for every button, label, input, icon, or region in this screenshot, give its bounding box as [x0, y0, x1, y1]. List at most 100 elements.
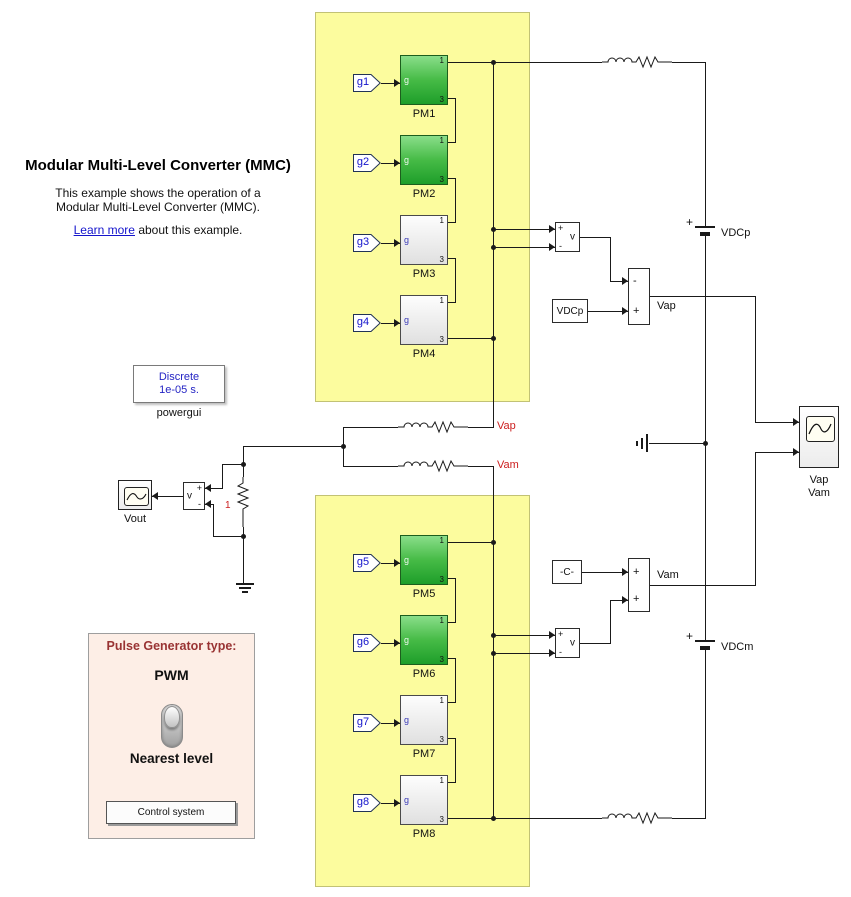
wire — [705, 443, 706, 641]
vdcp-source-label: VDCp — [721, 227, 751, 239]
junction-dot — [241, 462, 246, 467]
arrowhead — [549, 243, 555, 251]
g8-input-tag[interactable]: g8 — [353, 794, 381, 812]
voltage-measurement-top[interactable]: + - v — [555, 222, 580, 252]
wire — [493, 635, 555, 636]
pm2-subsystem-block[interactable]: 1 3 g — [400, 135, 448, 185]
wire — [493, 653, 555, 654]
plus-sign: + — [558, 223, 564, 233]
sum-sign: + — [633, 566, 640, 578]
junction-dot — [491, 60, 496, 65]
wire — [381, 163, 400, 164]
wire — [455, 98, 456, 143]
sum-sign: + — [633, 593, 640, 605]
control-system-button[interactable]: Control system — [106, 801, 236, 824]
constant-block[interactable]: -C- — [552, 560, 582, 584]
resistor-icon — [236, 477, 250, 527]
tag-shape — [353, 554, 381, 572]
gate-tag-label: g4 — [356, 315, 370, 328]
wire — [448, 302, 455, 303]
junction-dot — [341, 444, 346, 449]
wire — [381, 563, 400, 564]
g4-input-tag[interactable]: g4 — [353, 314, 381, 332]
gate-port-label: g — [404, 555, 410, 565]
powergui-block[interactable]: Discrete 1e-05 s. — [133, 365, 225, 403]
pm5-subsystem-block[interactable]: 1 3 g — [400, 535, 448, 585]
g5-input-tag[interactable]: g5 — [353, 554, 381, 572]
gate-port-label: g — [404, 315, 410, 325]
plus-sign: + — [196, 483, 202, 493]
scope-trace — [126, 493, 147, 501]
output-port-label: 1 — [439, 776, 444, 785]
dc-source-plate — [695, 226, 715, 228]
wire — [243, 446, 344, 447]
dc-source-plate — [700, 646, 710, 650]
g3-input-tag[interactable]: g3 — [353, 234, 381, 252]
pm7-subsystem-block[interactable]: 1 3 g — [400, 695, 448, 745]
junction-dot — [491, 633, 496, 638]
output-port-label: 3 — [439, 655, 444, 664]
g6-input-tag[interactable]: g6 — [353, 634, 381, 652]
g7-input-tag[interactable]: g7 — [353, 714, 381, 732]
arrowhead — [394, 79, 400, 87]
gate-tag-label: g3 — [356, 235, 370, 248]
g2-input-tag[interactable]: g2 — [353, 154, 381, 172]
sum-block-vam[interactable]: + + — [628, 558, 650, 612]
g1-input-tag[interactable]: g1 — [353, 74, 381, 92]
pm8-subsystem-block[interactable]: 1 3 g — [400, 775, 448, 825]
arrowhead — [549, 649, 555, 657]
wire — [705, 650, 706, 819]
arrowhead — [394, 239, 400, 247]
v-label: v — [570, 231, 575, 243]
wire — [649, 443, 706, 444]
wire — [448, 622, 455, 623]
voltage-measurement-output[interactable]: + - v — [183, 482, 205, 510]
vout-scope-block[interactable] — [118, 480, 152, 510]
tag-shape — [353, 634, 381, 652]
output-port-label: 1 — [439, 136, 444, 145]
junction-dot — [491, 540, 496, 545]
wire — [588, 311, 628, 312]
output-port-label: 1 — [439, 56, 444, 65]
pm2-caption: PM2 — [412, 188, 436, 200]
vout-caption: Vout — [123, 513, 147, 525]
pm1-subsystem-block[interactable]: 1 3 g — [400, 55, 448, 105]
junction-dot — [703, 441, 708, 446]
junction-dot — [491, 227, 496, 232]
link-suffix: about this example. — [134, 223, 243, 237]
link-row: Learn more about this example. — [8, 223, 308, 237]
scope-caption: Vap Vam — [789, 474, 849, 500]
vdcm-source-label: VDCm — [721, 641, 754, 653]
junction-dot — [491, 336, 496, 341]
voltage-measurement-bottom[interactable]: + - v — [555, 628, 580, 658]
wire — [448, 142, 455, 143]
output-port-label: 1 — [439, 536, 444, 545]
pm6-subsystem-block[interactable]: 1 3 g — [400, 615, 448, 665]
pwm-toggle-switch[interactable] — [161, 704, 183, 748]
wire — [650, 585, 755, 586]
v-label: v — [570, 637, 575, 649]
switch-knob[interactable] — [164, 706, 180, 728]
vap-signal-label: Vap — [497, 420, 516, 432]
learn-more-link[interactable]: Learn more — [73, 223, 135, 237]
rl-branch-icon — [602, 54, 672, 70]
dc-source-plate — [700, 232, 710, 236]
output-port-label: 3 — [439, 255, 444, 264]
pm4-subsystem-block[interactable]: 1 3 g — [400, 295, 448, 345]
gate-port-label: g — [404, 155, 410, 165]
wire — [381, 323, 400, 324]
output-port-label: 1 — [439, 616, 444, 625]
pm3-subsystem-block[interactable]: 1 3 g — [400, 215, 448, 265]
wire — [152, 496, 183, 497]
vdcp-from-tag[interactable]: VDCp — [552, 299, 588, 323]
gate-port-label: g — [404, 75, 410, 85]
scope-block[interactable] — [799, 406, 839, 468]
wire — [455, 738, 456, 783]
arrowhead — [394, 799, 400, 807]
v-label: v — [187, 490, 192, 502]
sum-block-vap[interactable]: - + — [628, 268, 650, 325]
output-port-label: 3 — [439, 815, 444, 824]
arrowhead — [793, 448, 799, 456]
output-port-label: 3 — [439, 735, 444, 744]
